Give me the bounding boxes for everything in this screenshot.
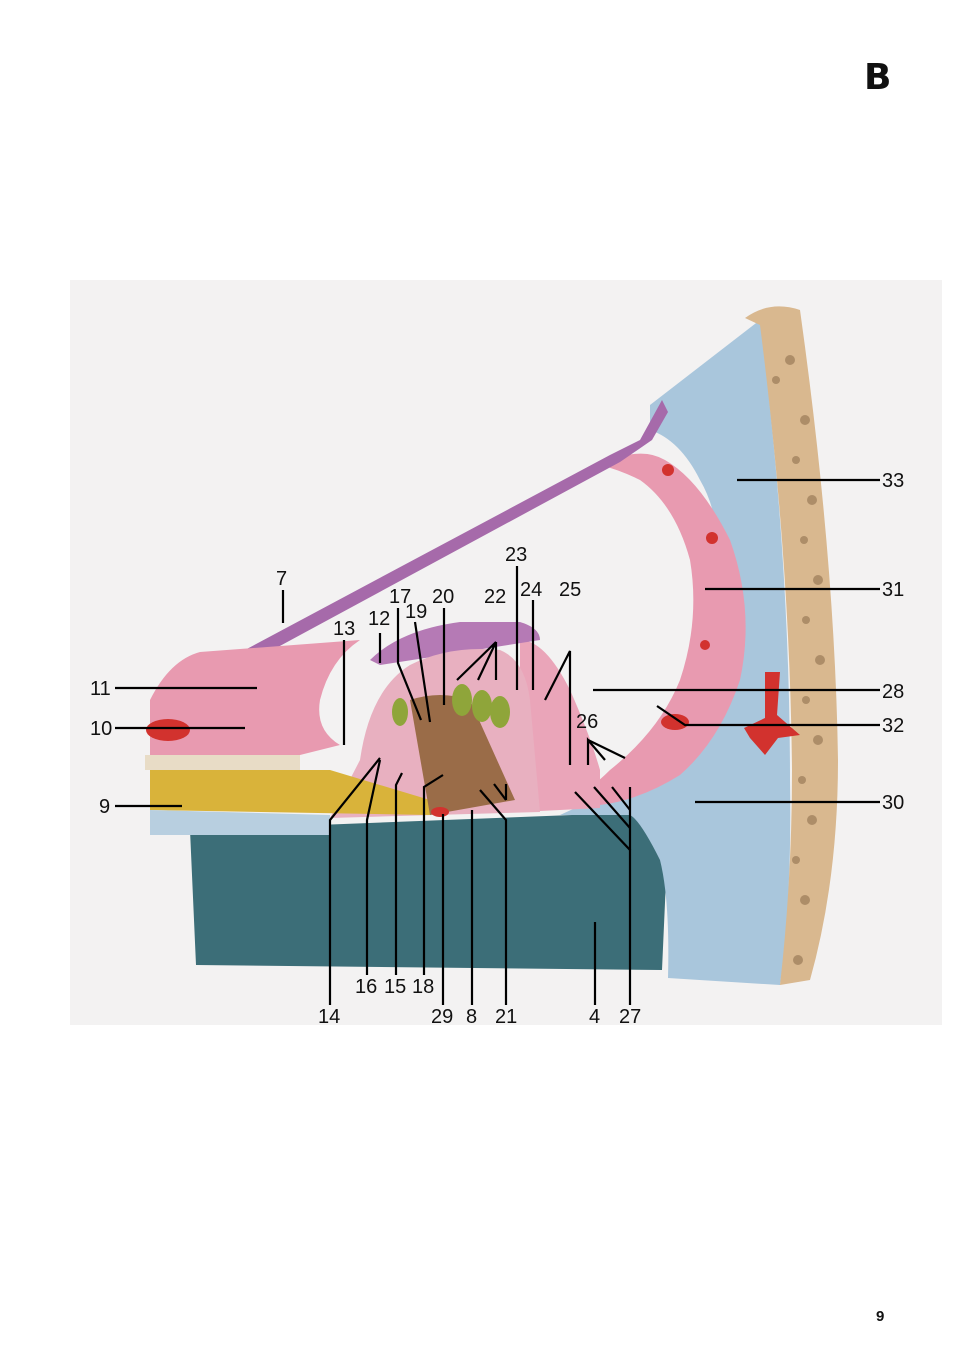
callout-26: 26 (576, 711, 598, 733)
callout-28: 28 (882, 681, 904, 703)
callout-4: 4 (589, 1006, 600, 1028)
callout-20: 20 (432, 586, 454, 608)
leader-lines (115, 478, 880, 1005)
callout-29: 29 (431, 1006, 453, 1028)
callout-23: 23 (505, 544, 527, 566)
callout-14: 14 (318, 1006, 340, 1028)
callout-33: 33 (882, 470, 904, 492)
lower-tissue-left (150, 810, 330, 835)
callout-15: 15 (384, 976, 406, 998)
page-number: 9 (876, 1308, 885, 1325)
callout-10: 10 (90, 718, 112, 740)
tectorial-membrane (370, 622, 540, 665)
bone-outer-arc (745, 306, 838, 985)
callout-32: 32 (882, 715, 904, 737)
callout-8: 8 (466, 1006, 477, 1028)
callout-labels: 7 11 10 9 13 12 17 19 20 22 23 24 25 26 … (90, 470, 904, 1028)
hair-cells (392, 684, 510, 728)
lateral-epithelium (520, 640, 600, 812)
bone-pores (772, 355, 825, 965)
callout-21: 21 (495, 1006, 517, 1028)
callout-31: 31 (882, 579, 904, 601)
stria-vascularis (560, 453, 746, 808)
callout-24: 24 (520, 579, 542, 601)
section-letter: B (864, 57, 892, 98)
callout-9: 9 (99, 796, 110, 818)
callout-27: 27 (619, 1006, 641, 1028)
blood-vessels (146, 464, 800, 817)
teal-base-block (190, 812, 667, 970)
callout-25: 25 (559, 579, 581, 601)
bone-layer-left (145, 755, 300, 770)
nerve-fibers (410, 695, 515, 815)
callout-13: 13 (333, 618, 355, 640)
reissner-membrane (170, 400, 668, 700)
callout-19: 19 (405, 601, 427, 623)
spiral-limbus (150, 640, 360, 760)
callout-7: 7 (276, 568, 287, 590)
callout-12: 12 (368, 608, 390, 630)
callout-30: 30 (882, 792, 904, 814)
callout-18: 18 (412, 976, 434, 998)
callout-22: 22 (484, 586, 506, 608)
spiral-ligament (560, 320, 791, 985)
callout-11: 11 (90, 678, 111, 700)
callout-16: 16 (355, 976, 377, 998)
callout-17: 17 (389, 586, 411, 608)
